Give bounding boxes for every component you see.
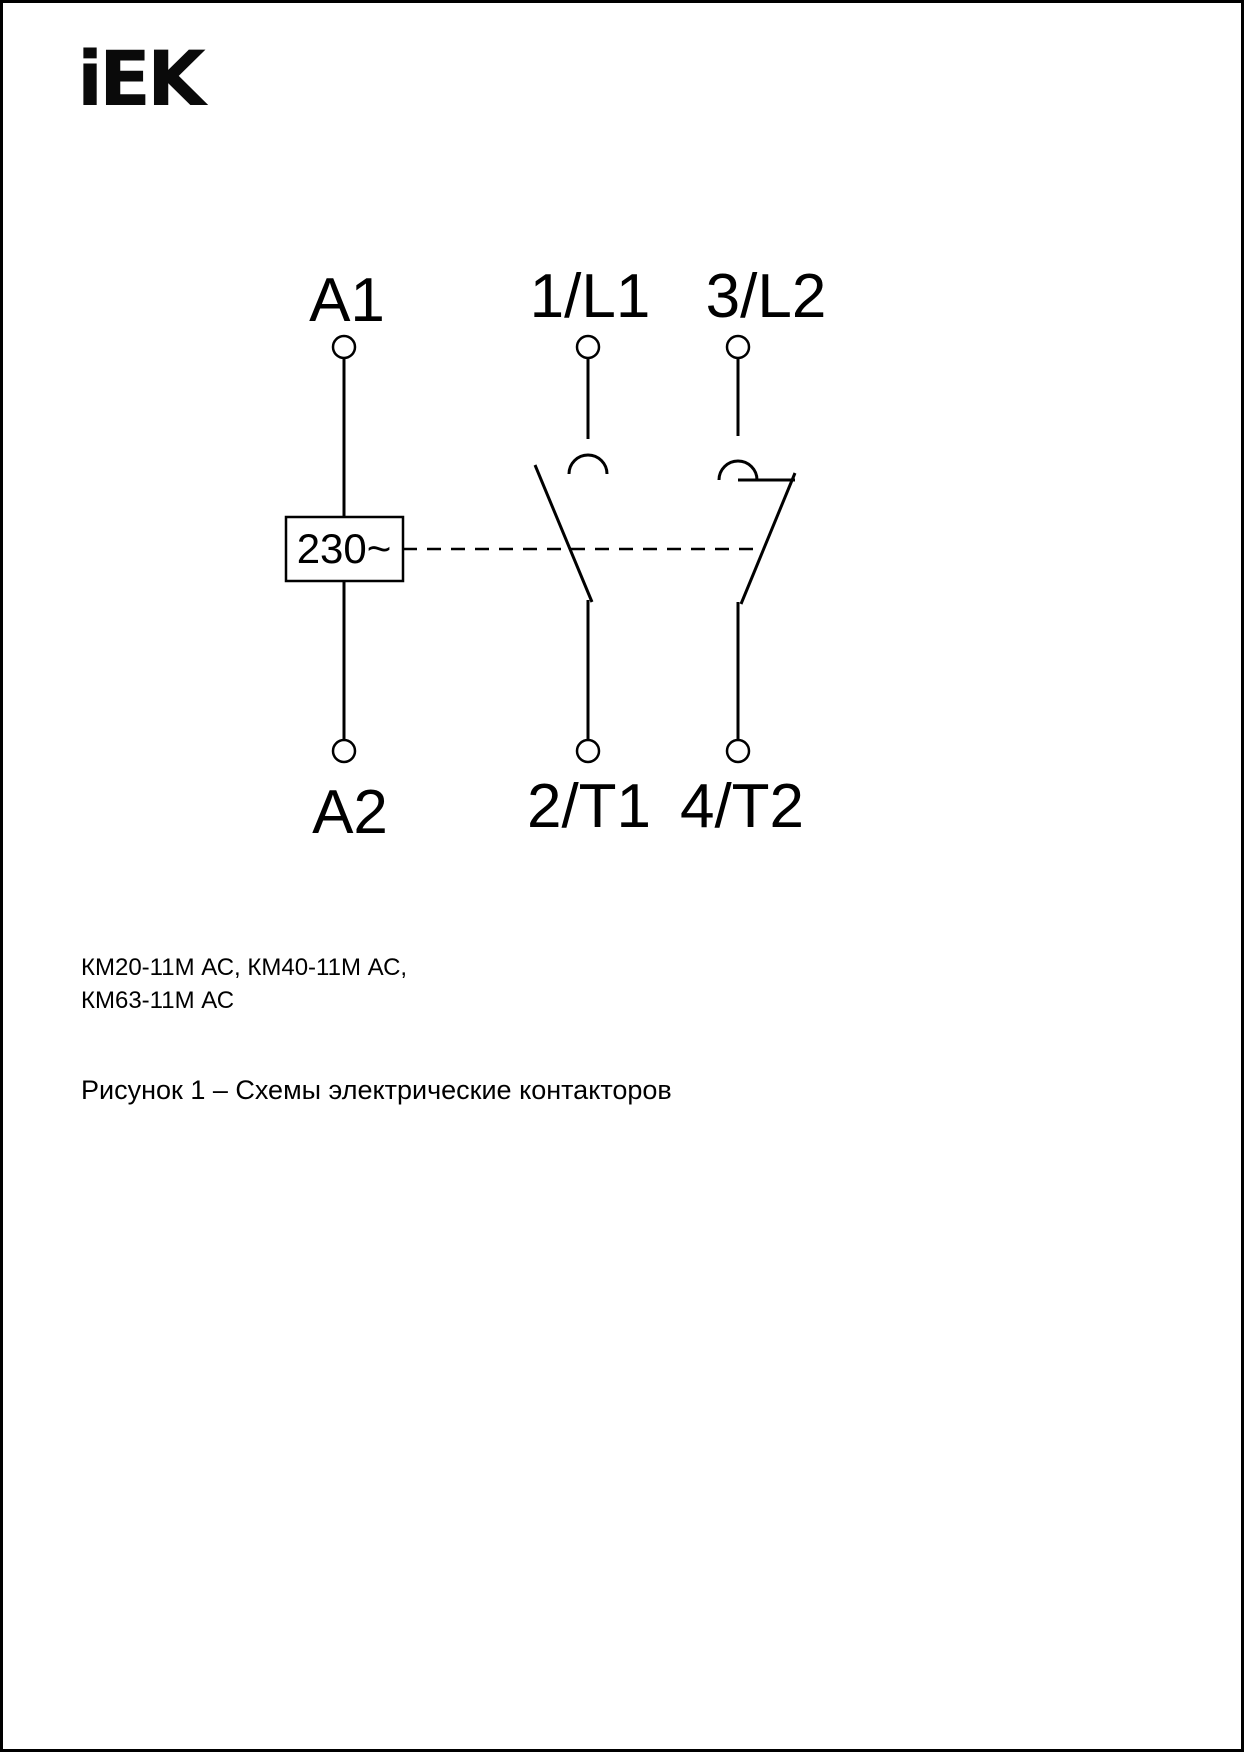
terminal-label-a2: A2 (312, 778, 388, 847)
pole2-contact-blade (739, 472, 797, 605)
terminal-label-2t1: 2/T1 (527, 772, 651, 841)
terminal-circle-2t1 (575, 738, 601, 764)
terminal-circle-a1 (331, 334, 357, 360)
coil-box (284, 515, 405, 583)
terminal-label-3l2: 3/L2 (706, 262, 827, 331)
iek-logo: iEK (77, 34, 206, 123)
terminal-label-4t2: 4/T2 (680, 772, 804, 841)
model-line-1: КМ20-11М АС, КМ40-11М АС, (81, 954, 408, 981)
terminal-circle-3l2 (725, 334, 751, 360)
model-line-2: КМ63-11М АС (81, 987, 235, 1014)
terminal-circle-1l1 (575, 334, 601, 360)
terminal-label-a1: A1 (309, 266, 385, 335)
pole2-fixed-contact-arc (717, 459, 759, 481)
pole1-contact-blade (533, 464, 594, 603)
terminal-circle-a2 (331, 738, 357, 764)
contactor-schematic-diagram: A1 230~ A2 1/L1 2/T1 3/L2 4/T2 (284, 262, 827, 847)
terminal-label-1l1: 1/L1 (530, 262, 651, 331)
coil-voltage-label: 230~ (297, 525, 392, 572)
figure-caption: Рисунок 1 – Схемы электрические контакто… (81, 1075, 672, 1105)
pole1-fixed-contact-arc (567, 453, 609, 475)
terminal-circle-4t2 (725, 738, 751, 764)
model-list: КМ20-11М АС, КМ40-11М АС, КМ63-11М АС (81, 951, 407, 1017)
